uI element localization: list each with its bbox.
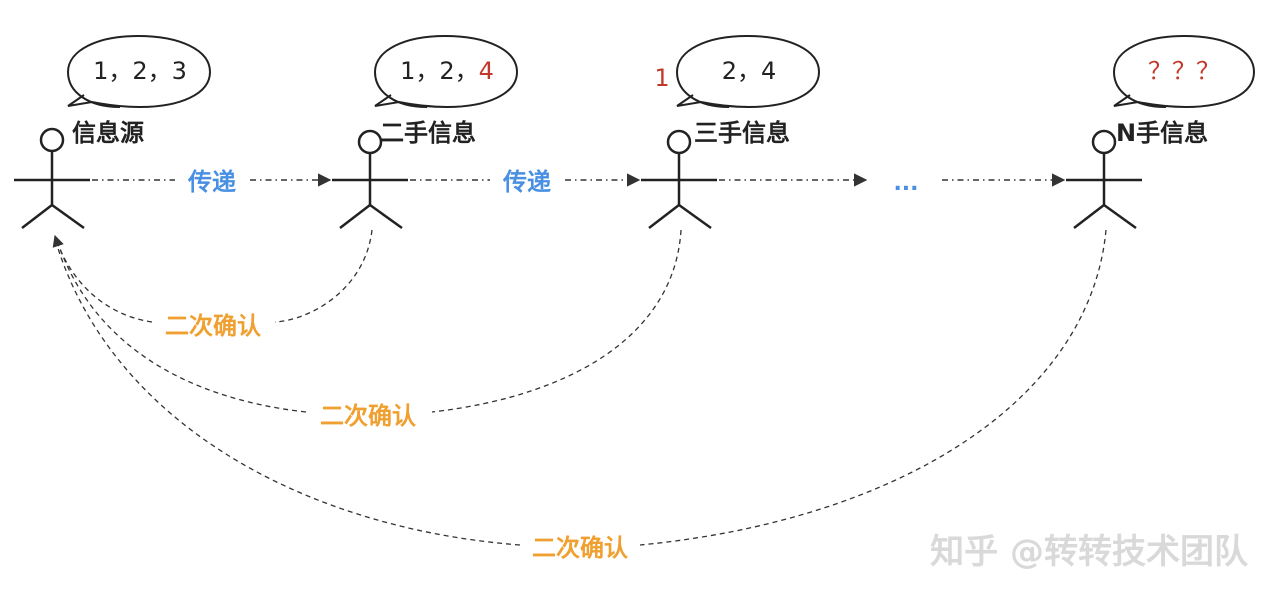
transfer-label-2: 传递 [502,168,551,196]
bubble-3-part-2: 4 [761,57,776,85]
transfer-label-1: 传递 [187,168,236,196]
bubble-4-part-3: ？ [1196,57,1220,85]
watermark-text: 知乎 @转转技术团队 [930,532,1249,572]
bubble-1-part-1: 1， [93,57,132,85]
bubble-4-part-2: ？ [1172,57,1196,85]
confirm-curve-2-b [56,239,307,413]
bubble-2-part-1: 1， [400,57,439,85]
bubble-1-part-2: 2， [132,57,171,85]
actor-name-4: N手信息 [1116,119,1208,147]
actor-name-1: 信息源 [72,119,144,147]
actor-figure-4 [1066,129,1142,230]
bubble-2-part-2: 2， [439,57,478,85]
bubble-1-text: 1，2，3 [93,57,187,85]
bubble-4-text: ？？？ [1148,57,1220,85]
confirm-curve-3-b [55,241,521,546]
confirm-label-1: 二次确认 [165,312,261,340]
actor-figure-1 [14,127,90,230]
speech-bubble-4: ？？？ [1112,34,1256,109]
bubble-4-part-1: ？ [1148,57,1172,85]
bubble-3-part-1: 2， [722,57,761,85]
speech-bubble-3: 2，4 [675,34,821,109]
actor-figure-3 [641,129,717,230]
bubble-3-text: 2，4 [722,57,777,85]
transfer-label-3: ... [893,171,918,196]
bubble-1-part-3: 3 [172,57,187,85]
actor-name-2: 二手信息 [380,119,476,147]
confirm-label-3: 二次确认 [532,534,628,562]
bubble-2-part-3: 4 [479,57,494,85]
confirm-label-2: 二次确认 [320,402,416,430]
bubble-2-text: 1，2，4 [400,57,494,85]
speech-bubble-1: 1，2，3 [66,34,212,109]
confirm-curve-2-a [431,229,682,413]
confirm-curve-1-a [274,229,373,323]
actor-figure-2 [332,129,408,230]
confirm-curve-3-a [639,229,1107,546]
confirm-curve-1-b [52,234,153,323]
actor-name-3: 三手信息 [694,119,790,147]
speech-bubble-2: 1，2，4 [373,34,519,109]
dropped-item-label: 1 [654,64,669,92]
